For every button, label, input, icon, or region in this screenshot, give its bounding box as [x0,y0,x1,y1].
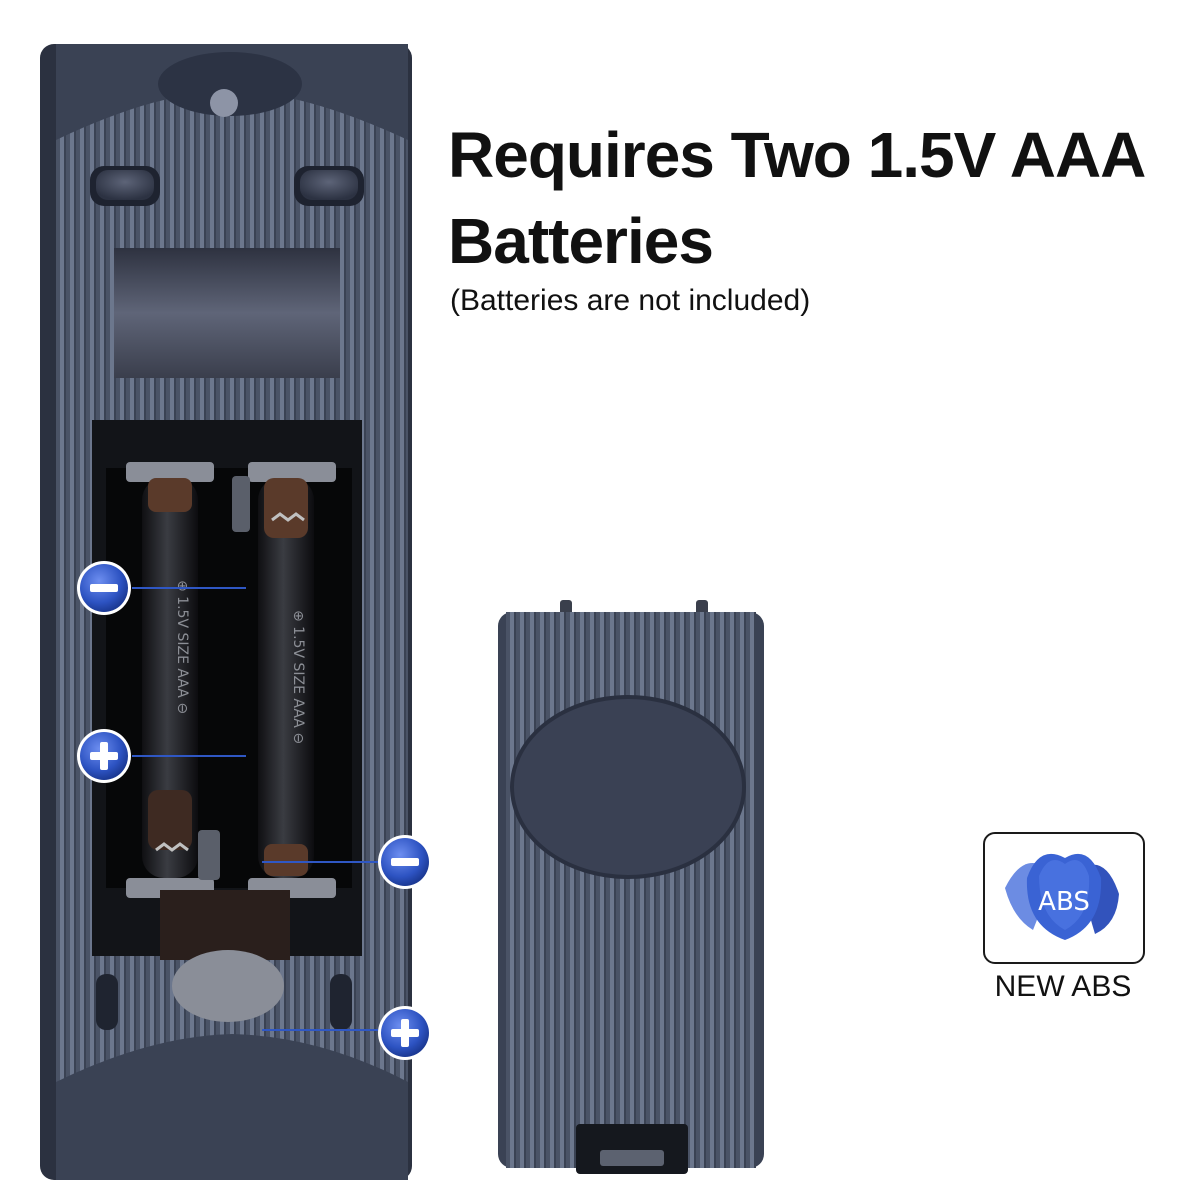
headline-line-2: Batteries [448,205,714,277]
plus-marker-left [77,729,131,783]
abs-badge-text: ABS [1038,887,1090,917]
headline-line-1: Requires Two 1.5V AAA [448,119,1146,191]
battery-right-print: ⊕ 1.5V SIZE AAA ⊖ [290,610,306,744]
minus-marker-right [378,835,432,889]
abs-badge: ABS [983,832,1145,964]
battery-left-print: ⊕ 1.5V SIZE AAA ⊖ [174,580,190,714]
battery-left: ⊕ 1.5V SIZE AAA ⊖ [142,478,198,878]
subline: (Batteries are not included) [450,284,811,317]
polarity-guides [132,587,378,1031]
plus-marker-right [378,1006,432,1060]
minus-marker-left [77,561,131,615]
abs-petals-icon: ABS [1005,853,1119,940]
headline: Requires Two 1.5V AAA Batteries [448,112,1168,284]
battery-right: ⊕ 1.5V SIZE AAA ⊖ [258,478,314,878]
abs-caption: NEW ABS [994,970,1132,1003]
battery-cover [498,600,764,1174]
